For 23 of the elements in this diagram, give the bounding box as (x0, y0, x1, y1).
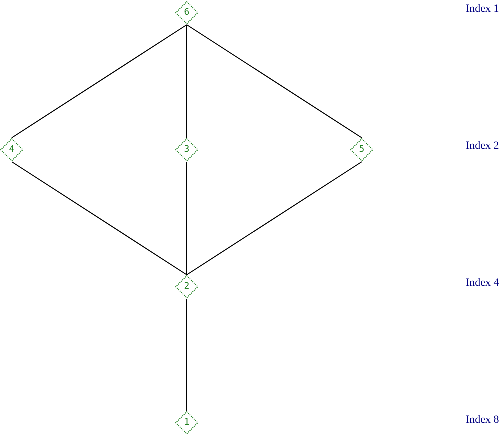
node-number: 3 (183, 144, 191, 157)
diamond-node (175, 411, 199, 435)
connector-line (186, 298, 188, 412)
level-label: Index 2 (466, 140, 500, 152)
connector-line (186, 162, 188, 276)
connector-line (12, 162, 188, 276)
node-number: 2 (183, 281, 191, 294)
node-number: 4 (8, 144, 16, 157)
diamond-node (175, 138, 199, 162)
node-number: 5 (358, 144, 366, 157)
diamond-node (175, 275, 199, 299)
connector-line (186, 162, 362, 276)
node-number: 1 (183, 417, 191, 430)
node-number: 6 (183, 7, 191, 20)
diamond-node (175, 1, 199, 25)
diamond-node (0, 138, 24, 162)
connector-line (12, 24, 188, 138)
diamond-node (350, 138, 374, 162)
level-label: Index 8 (466, 414, 500, 426)
level-label: Index 1 (466, 3, 500, 15)
connector-line (186, 24, 362, 138)
connector-line (186, 24, 188, 138)
level-label: Index 4 (466, 277, 500, 289)
